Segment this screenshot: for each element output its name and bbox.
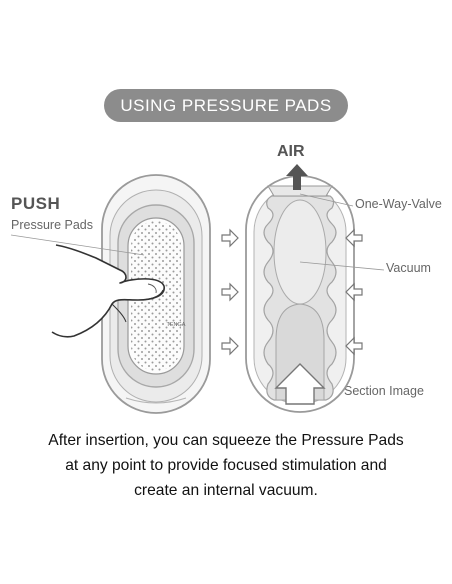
valve-leader: [299, 193, 354, 207]
arrow-left-icon: [345, 228, 363, 356]
vacuum-leader: [299, 261, 385, 271]
device-logo: TENGA: [167, 322, 186, 328]
arrow-up-icon: [274, 363, 326, 405]
one-way-valve-label: One-Way-Valve: [355, 197, 442, 211]
air-label: AIR: [277, 143, 305, 160]
vacuum-label: Vacuum: [386, 261, 431, 275]
vacuum-chamber: [273, 199, 327, 305]
section-image-label: Section Image: [344, 384, 424, 398]
caption-line: at any point to provide focused stimulat…: [65, 457, 387, 474]
caption-line: After insertion, you can squeeze the Pre…: [48, 432, 404, 449]
section-title: USING PRESSURE PADS: [104, 89, 348, 122]
pointing-hand-icon: [51, 244, 165, 338]
caption: After insertion, you can squeeze the Pre…: [0, 428, 452, 503]
caption-line: create an internal vacuum.: [134, 482, 318, 499]
arrow-up-icon: [286, 164, 308, 190]
valve: [267, 185, 333, 197]
pressure-pads-leader: [10, 234, 145, 256]
pressure-pads-label: Pressure Pads: [11, 218, 93, 232]
arrow-right-icon: [221, 228, 239, 356]
push-heading: PUSH: [11, 194, 61, 213]
section-title-text: USING PRESSURE PADS: [120, 95, 332, 115]
